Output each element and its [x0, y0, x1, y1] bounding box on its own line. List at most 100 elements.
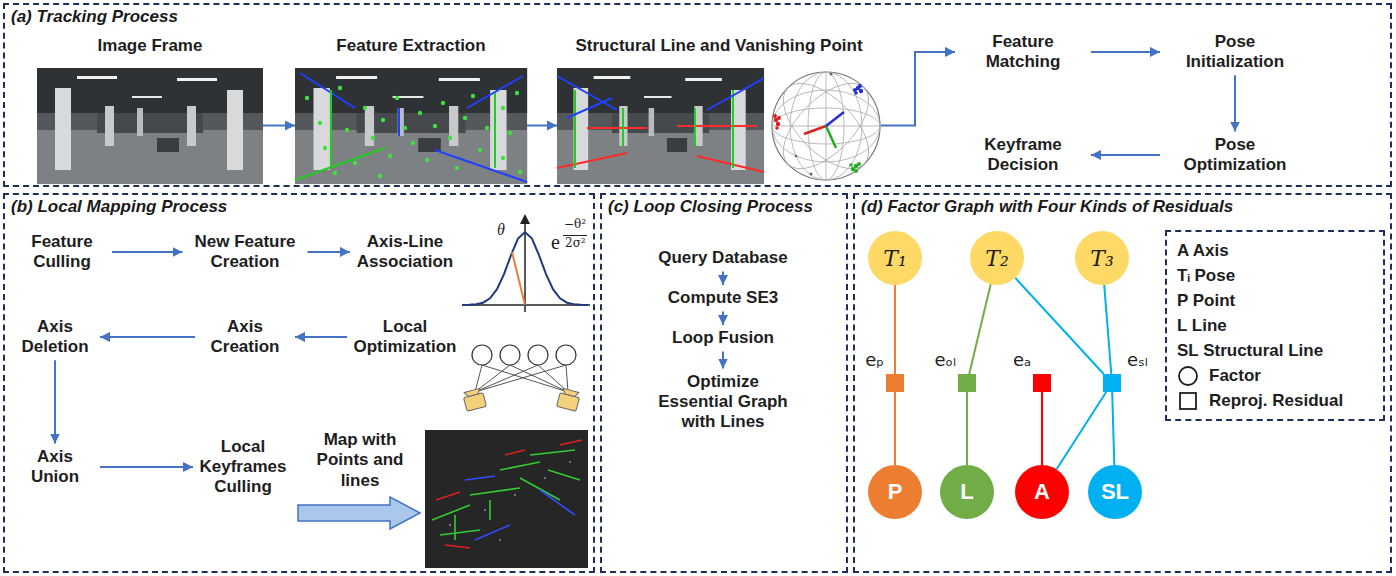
step-label: Query Database	[647, 248, 799, 268]
legend-text: A Axis	[1177, 241, 1229, 261]
variable-label: SL	[1101, 479, 1129, 505]
camera-optimization-sketch-part	[462, 388, 486, 412]
feature-photo-part-part	[353, 161, 357, 165]
panel-heading: (d) Factor Graph with Four Kinds of Resi…	[861, 197, 1233, 217]
gaussian-sphere-part-part	[777, 116, 781, 120]
legend-box: A AxisTᵢ PoseP PointL LineSL Structural …	[1165, 230, 1385, 421]
feature-photo-part-part	[398, 108, 400, 136]
gaussian-sphere-part	[849, 162, 861, 173]
feature-photo-part-part	[435, 150, 527, 182]
camera-optimization-sketch-part-part	[566, 365, 568, 392]
image-frame-photo-part	[37, 68, 263, 184]
structural-line-photo-part-part	[622, 108, 624, 146]
step-label: Pose Optimization	[1164, 135, 1306, 176]
process-step: Loop Fusion	[643, 325, 803, 351]
variable-label: T₂	[985, 246, 1009, 271]
variable-circle: T₂	[970, 231, 1024, 285]
factor-edge	[894, 285, 896, 374]
gaussian-curve	[462, 214, 590, 312]
map-render-part-part	[548, 470, 580, 480]
step-label: Local Optimization	[351, 317, 459, 358]
flow-arrow	[1091, 154, 1160, 156]
dashed-panel: (d) Factor Graph with Four Kinds of Resi…	[853, 193, 1392, 573]
gaussian-sphere-part-part	[849, 163, 853, 167]
legend-sample	[1177, 390, 1199, 412]
gaussian-sphere-part	[773, 114, 781, 130]
gaussian-sphere-part-part	[858, 84, 862, 88]
structural-line-photo-part-part	[557, 68, 764, 184]
map-render-part	[449, 461, 571, 541]
map-label: Map with Points and lines	[296, 430, 424, 491]
feature-photo-part-part	[338, 86, 342, 90]
flow-arrow	[881, 52, 955, 126]
legend-text: P Point	[1177, 291, 1235, 311]
step-heading: Structural Line and Vanishing Point	[557, 34, 881, 56]
variable-label: T₃	[1090, 246, 1114, 271]
flow-arrow	[112, 251, 183, 253]
feature-photo-part-part	[463, 116, 467, 120]
variable-circle: L	[940, 465, 994, 519]
camera-optimization-sketch-part	[557, 388, 581, 412]
feature-photo-part-part	[318, 121, 322, 125]
formula-text: e	[551, 231, 560, 254]
feature-photo-part-part	[508, 131, 512, 135]
variable-label: P	[888, 479, 903, 505]
map-render-part-part	[489, 500, 491, 520]
variable-circle: SL	[1088, 465, 1142, 519]
legend-text: Tᵢ Pose	[1177, 266, 1235, 286]
structural-line-photo-part-part	[557, 76, 617, 110]
step-label: Pose Initialization	[1164, 32, 1306, 73]
legend-text: Reproj. Residual	[1209, 391, 1343, 411]
formula-text: −θ²	[564, 218, 586, 232]
map-render-part	[432, 440, 582, 548]
step-label: Compute SE3	[647, 288, 799, 308]
map-render-part-part	[500, 462, 540, 470]
gaussian-sphere-part	[795, 73, 833, 176]
factor-edge	[894, 392, 896, 465]
flow-arrow	[295, 336, 347, 338]
gaussian-sphere-part	[826, 126, 836, 148]
step-label: Optimize Essential Graph with Lines	[657, 372, 789, 433]
flow-arrow	[1091, 51, 1160, 53]
variable-circle: T₃	[1075, 231, 1129, 285]
variable-label: A	[1034, 479, 1050, 505]
process-step: Keyframe Decision	[955, 132, 1091, 179]
feature-photo-part-part	[330, 90, 332, 168]
process-step: Compute SE3	[643, 285, 803, 311]
gaussian-sphere-part-part	[773, 114, 777, 118]
step-heading: Feature Extraction	[295, 34, 527, 56]
feature-photo-part	[295, 73, 527, 182]
factor-edge	[1104, 285, 1111, 374]
map-render-part-part	[470, 488, 520, 495]
gaussian-sphere-part-part	[830, 73, 833, 76]
map-render-part-part	[454, 515, 456, 540]
map-render	[425, 430, 588, 568]
legend-row: SL Structural Line	[1177, 338, 1373, 363]
map-render-part-part	[544, 477, 546, 479]
gaussian-sphere-part-part	[854, 169, 858, 173]
step-label: Loop Fusion	[647, 328, 799, 348]
legend-text: SL Structural Line	[1177, 341, 1323, 361]
gaussian-sphere-part	[804, 126, 826, 134]
step-label: Keyframe Decision	[959, 135, 1087, 176]
legend-text: Factor	[1209, 366, 1261, 386]
legend-square	[1180, 393, 1196, 409]
map-render-part-part	[484, 509, 486, 511]
residual-square: eₒₗ	[958, 374, 976, 392]
feature-photo-part-part	[363, 106, 367, 110]
structural-line-photo-part-part	[694, 108, 696, 146]
map-render-part-part	[540, 490, 575, 515]
process-step: Axis Creation	[195, 314, 295, 361]
gaussian-curve-part	[462, 232, 588, 305]
step-label: Feature Culling	[16, 232, 108, 273]
flow-arrow	[54, 360, 56, 443]
structural-line-photo-part-part	[697, 156, 764, 172]
map-render-part-part	[520, 478, 560, 500]
dashed-panel: (c) Loop Closing ProcessQuery DatabaseCo…	[600, 193, 848, 573]
feature-photo-part-part	[295, 68, 527, 184]
step-label: Local Keyframes Culling	[197, 437, 289, 498]
structural-line-photo-part-part	[732, 90, 734, 168]
feature-photo-part-part	[371, 136, 375, 140]
feature-photo-part-part	[345, 128, 349, 132]
